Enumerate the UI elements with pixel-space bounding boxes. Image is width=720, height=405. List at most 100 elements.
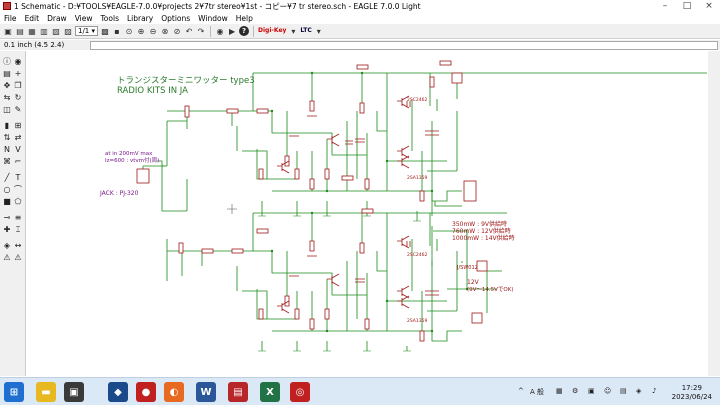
command-input[interactable]	[90, 40, 718, 50]
menu-edit[interactable]: Edit	[24, 13, 40, 23]
windows-taskbar: ⊞ ▬ ▣ ◆ ● ◐ W ▤ X ◎ ^ A 般 ▦ ⚙ ▣ ☺ ▤ ◈ ♪ …	[0, 377, 720, 405]
polygon-icon[interactable]: ⬠	[14, 197, 22, 206]
app-icon[interactable]: ▤	[228, 382, 248, 402]
maximize-button[interactable]: □	[682, 1, 692, 11]
dimension-icon[interactable]: ↔	[14, 241, 22, 250]
copy-icon[interactable]: ❐	[14, 81, 22, 90]
ime-indicator[interactable]: A 般	[530, 388, 545, 396]
rotate-icon[interactable]: ↻	[14, 93, 22, 102]
smash-icon[interactable]: ⌘	[3, 157, 11, 166]
schematic-canvas[interactable]: トランジスターミニワッター type3 RADIO KITS IN JA at …	[27, 51, 707, 376]
delete-icon[interactable]: ▮	[4, 121, 10, 130]
menu-window[interactable]: Window	[198, 13, 228, 23]
ground-symbols	[258, 215, 421, 352]
sheet-icon[interactable]: ▨	[64, 26, 72, 36]
replace-icon[interactable]: ⇄	[14, 133, 22, 142]
power-note-1: 350mW : 9V供給時	[452, 220, 507, 228]
minimize-button[interactable]: –	[662, 1, 668, 11]
eye-icon[interactable]: ◉	[14, 57, 22, 66]
ltc-logo[interactable]: LTC	[300, 27, 312, 34]
app-icon[interactable]: ▣	[64, 382, 84, 402]
save-icon[interactable]: ▤	[16, 26, 24, 36]
script-icon[interactable]: ▪	[114, 26, 120, 36]
taskbar-clock[interactable]: 17:29 2023/06/24	[672, 384, 712, 402]
command-bar: 0.1 inch (4.5 2.4)	[0, 40, 720, 50]
tray-icon[interactable]: ☺	[604, 387, 612, 395]
open-icon[interactable]: ▣	[4, 26, 12, 36]
wire-icon[interactable]: ╱	[4, 173, 10, 182]
menu-tools[interactable]: Tools	[100, 13, 119, 23]
app-icon[interactable]: ◎	[290, 382, 310, 402]
sheet-select[interactable]: 1/1 ▾	[75, 26, 99, 36]
word-icon[interactable]: W	[196, 382, 216, 402]
print-icon[interactable]: ▦	[28, 26, 36, 36]
tray-icon[interactable]: ⚙	[572, 387, 579, 395]
help-icon[interactable]: ?	[239, 26, 250, 36]
schematic-title-jp: トランジスターミニワッター type3	[117, 76, 255, 86]
vertical-scrollbar[interactable]	[708, 51, 720, 376]
group-icon[interactable]: ◫	[3, 105, 11, 114]
attribute-icon[interactable]: ◈	[3, 241, 11, 250]
clock-time: 17:29	[681, 384, 702, 392]
dropdown-arrow-icon[interactable]: ▾	[316, 26, 321, 36]
add-icon[interactable]: ⊞	[14, 121, 22, 130]
menu-help[interactable]: Help	[235, 13, 253, 23]
value-icon[interactable]: V	[15, 145, 21, 154]
mirror-icon[interactable]: ⇆	[3, 93, 11, 102]
split-icon[interactable]: ⌐	[14, 157, 22, 166]
app-icon[interactable]: ●	[136, 382, 156, 402]
left-toolbar: ⓘ ◉ ▤ + ✥ ❐ ⇆ ↻ ◫ ✎ ▮ ⊞ ⇅ ⇄ N V ⌘ ⌐ ╱ T …	[0, 51, 26, 376]
move-icon[interactable]: ✥	[3, 81, 11, 90]
zoom-out-icon[interactable]: ⊖	[149, 26, 157, 36]
junction-icon[interactable]: ✚	[3, 225, 11, 234]
zoom-fit-icon[interactable]: ⊙	[125, 26, 133, 36]
circle-icon[interactable]: ○	[3, 185, 11, 194]
tray-icon[interactable]: ▤	[620, 387, 627, 395]
sheet-select-value: 1/1	[78, 27, 90, 35]
undo-icon[interactable]: ↶	[185, 26, 193, 36]
stop-icon[interactable]: ◉	[216, 26, 224, 36]
zoom-in-icon[interactable]: ⊕	[137, 26, 145, 36]
app-icon[interactable]: ◆	[108, 382, 128, 402]
tray-icon[interactable]: ▦	[556, 387, 563, 395]
net-icon[interactable]: ⊸	[3, 213, 11, 222]
menu-library[interactable]: Library	[126, 13, 154, 23]
menu-options[interactable]: Options	[161, 13, 191, 23]
erc-icon[interactable]: ⚠	[3, 253, 11, 262]
zoom-redraw-icon[interactable]: ⊗	[161, 26, 169, 36]
arc-icon[interactable]: ⌒	[14, 185, 22, 194]
zoom-select-icon[interactable]: ⊘	[173, 26, 181, 36]
close-button[interactable]: ×	[705, 1, 713, 11]
menu-view[interactable]: View	[74, 13, 93, 23]
excel-icon[interactable]: X	[260, 382, 280, 402]
use-icon[interactable]: ▩	[101, 26, 109, 36]
start-button[interactable]: ⊞	[4, 382, 24, 402]
tray-chevron-icon[interactable]: ^	[518, 387, 524, 395]
menu-draw[interactable]: Draw	[47, 13, 67, 23]
board-icon[interactable]: ▧	[52, 26, 60, 36]
digikey-logo[interactable]: Digi-Key	[258, 27, 287, 34]
name-icon[interactable]: N	[4, 145, 10, 154]
mark-icon[interactable]: +	[14, 69, 22, 78]
tray-icon[interactable]: ▣	[588, 387, 595, 395]
text-icon[interactable]: T	[15, 173, 21, 182]
rect-icon[interactable]: ■	[3, 197, 11, 206]
go-icon[interactable]: ▶	[228, 26, 236, 36]
errors-icon[interactable]: ⚠	[14, 253, 22, 262]
label-icon[interactable]: ⌶	[15, 225, 21, 234]
bus-icon[interactable]: ≡	[14, 213, 22, 222]
layer-icon[interactable]: ▤	[3, 69, 11, 78]
change-icon[interactable]: ✎	[14, 105, 22, 114]
lower-channel-wires	[166, 191, 507, 351]
info-icon[interactable]: ⓘ	[3, 57, 11, 66]
cam-icon[interactable]: ▥	[40, 26, 48, 36]
menu-file[interactable]: File	[4, 13, 17, 23]
speaker-icon[interactable]: ♪	[652, 387, 657, 395]
firefox-icon[interactable]: ◐	[164, 382, 184, 402]
pinswap-icon[interactable]: ⇅	[3, 133, 11, 142]
explorer-icon[interactable]: ▬	[36, 382, 56, 402]
redo-icon[interactable]: ↷	[197, 26, 205, 36]
tray-icon[interactable]: ◈	[636, 387, 642, 395]
dropdown-arrow-icon[interactable]: ▾	[291, 26, 296, 36]
junction-dots	[270, 71, 469, 333]
